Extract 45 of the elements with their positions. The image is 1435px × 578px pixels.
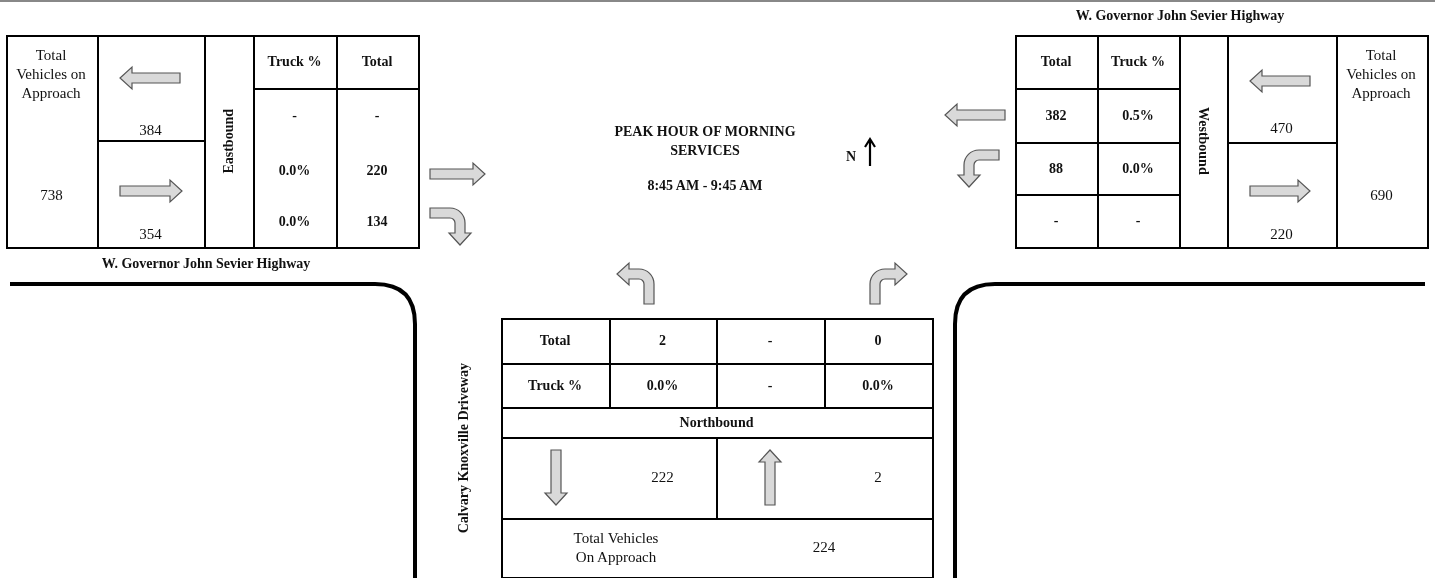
truck-percent: 0.5%	[1122, 106, 1154, 125]
truck-percent: 0.0%	[1122, 159, 1154, 178]
street-name: W. Governor John Sevier Highway	[1075, 6, 1285, 25]
diagram-title: PEAK HOUR OF MORNING SERVICES	[613, 123, 797, 160]
truck-percent: 0.0%	[646, 376, 679, 395]
direction-label: Westbound	[1194, 107, 1212, 175]
empty-value: -	[292, 106, 297, 125]
time-range: 8:45 AM - 9:45 AM	[647, 176, 763, 195]
count-value: 220	[1270, 225, 1293, 244]
street-name: W. Governor John Sevier Highway	[101, 254, 311, 273]
north-label: N	[845, 147, 857, 166]
direction-label: Northbound	[679, 413, 754, 432]
count-value: 354	[139, 225, 162, 244]
direction-label: Eastbound	[220, 108, 237, 174]
count-value: 690	[1370, 185, 1393, 205]
count-value: 224	[812, 538, 836, 557]
row-header: Total	[539, 332, 571, 350]
truck-percent: 0.0%	[862, 376, 894, 395]
count-value: 88	[1049, 159, 1063, 178]
row-header: Truck %	[528, 376, 582, 395]
empty-value: -	[767, 332, 773, 350]
count-value: 384	[139, 120, 162, 140]
approach-label: Total Vehicles on Approach	[16, 46, 86, 103]
street-name: Calvary Knoxville Driveway	[454, 362, 472, 534]
count-value: 470	[1270, 119, 1293, 138]
count-value: 0	[874, 332, 882, 350]
count-value: 2	[659, 332, 666, 350]
count-value: 134	[366, 212, 388, 231]
empty-value: -	[1135, 212, 1141, 230]
column-header: Total	[361, 53, 393, 71]
count-value: 738	[40, 185, 63, 205]
approach-label: Total Vehicles on Approach	[1346, 46, 1416, 103]
truck-percent: 0.0%	[278, 161, 311, 180]
column-header: Truck %	[1111, 53, 1165, 71]
count-value: 222	[651, 468, 674, 487]
empty-value: -	[1053, 212, 1059, 230]
column-header: Total	[1040, 53, 1072, 71]
count-value: 2	[874, 468, 882, 487]
column-header: Truck %	[267, 53, 322, 71]
empty-value: -	[767, 376, 773, 395]
empty-value: -	[374, 106, 380, 125]
approach-label: Total Vehicles On Approach	[572, 528, 660, 567]
truck-percent: 0.0%	[278, 212, 311, 231]
count-value: 220	[366, 161, 388, 180]
count-value: 382	[1045, 106, 1067, 125]
